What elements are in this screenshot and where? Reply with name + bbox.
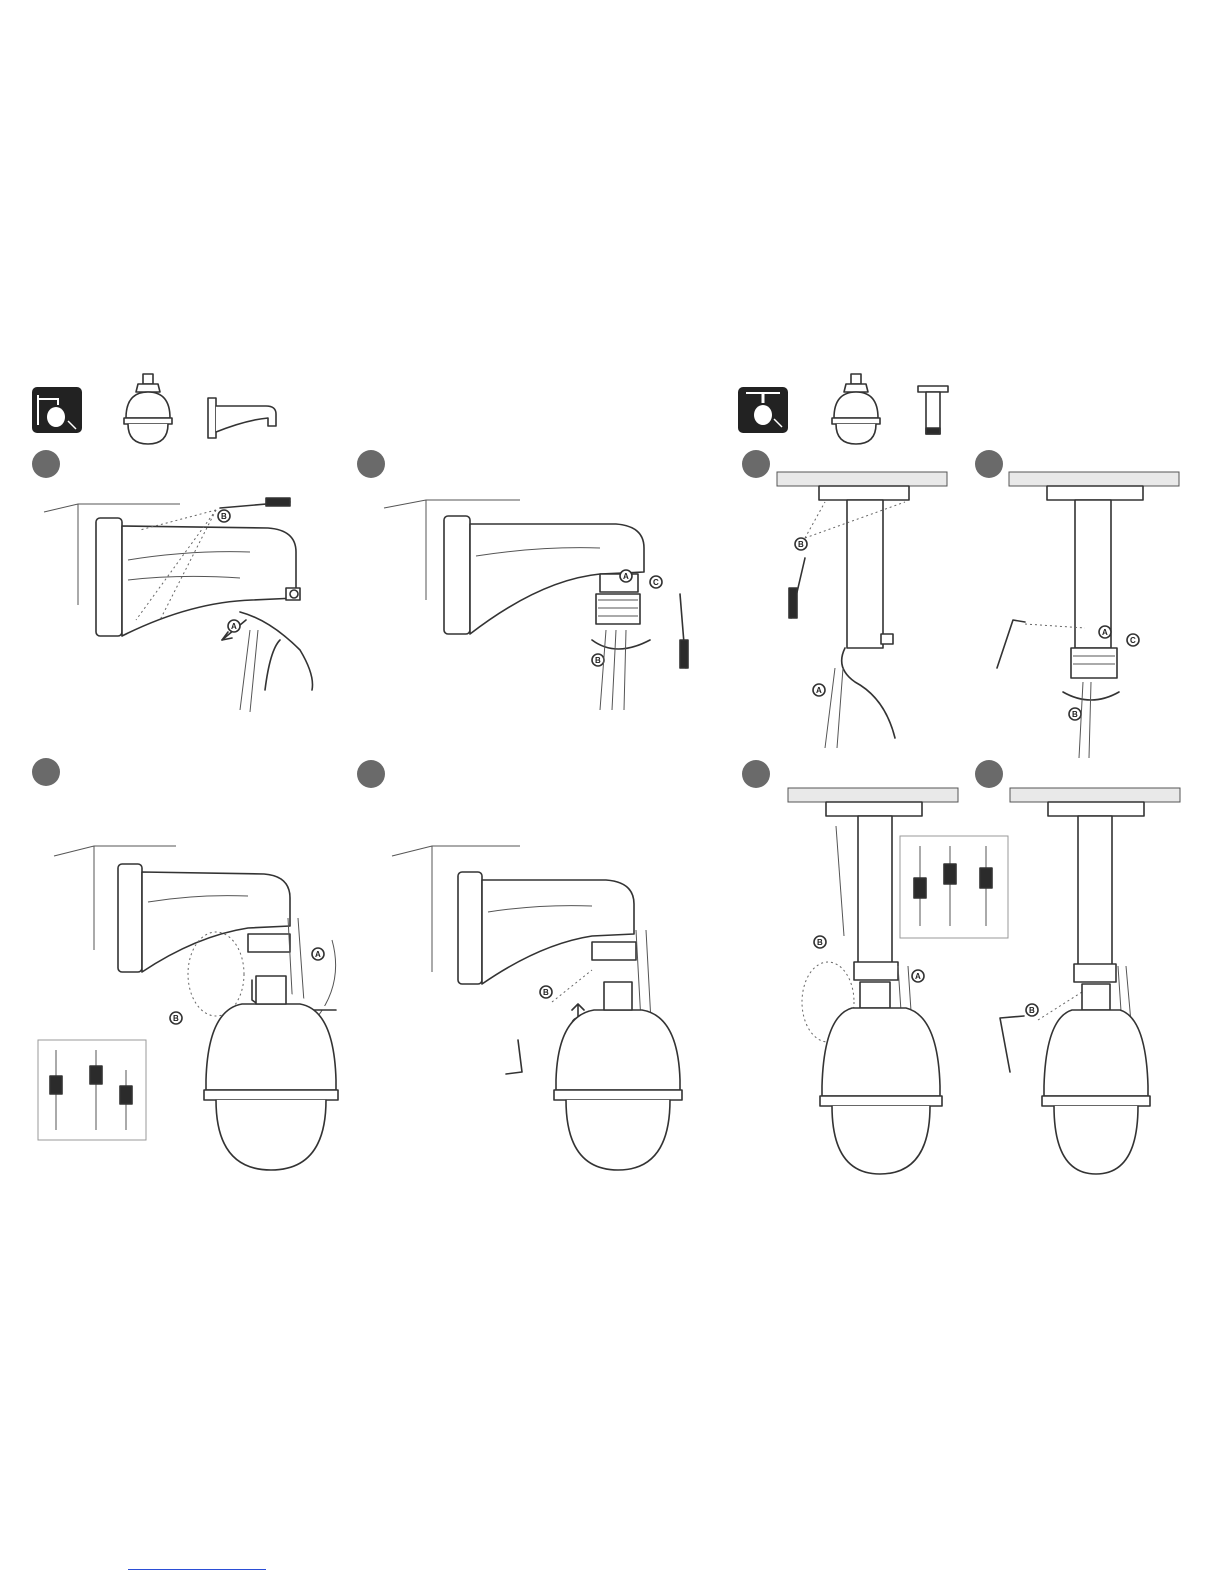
step-5-illustration: A B [36, 840, 356, 1180]
adapter-ring [1071, 648, 1117, 678]
pendant-mount-badge [738, 387, 788, 433]
pendant-mount-icon [738, 387, 788, 433]
bracket-arm [142, 872, 290, 972]
step-1-illustration: B A [40, 490, 330, 720]
step-3-illustration: B A [775, 468, 955, 758]
wall-plate [96, 518, 122, 636]
ceiling [777, 472, 947, 486]
wall-bracket-icon [206, 396, 286, 440]
dome-camera-icon [118, 372, 178, 448]
step-marker-3 [742, 450, 770, 478]
dome-camera-body [556, 1010, 680, 1090]
step-marker-5 [32, 758, 60, 786]
step-marker-8 [975, 760, 1003, 788]
step-6-illustration: B A [380, 840, 700, 1180]
wall-plate [458, 872, 482, 984]
svg-text:B: B [221, 512, 227, 521]
allen-key [997, 620, 1025, 668]
dome-bubble [216, 1100, 326, 1170]
allen-key [506, 1040, 522, 1074]
svg-text:A: A [231, 622, 237, 631]
svg-text:B: B [1072, 710, 1078, 719]
pendant-pole-icon [916, 384, 950, 438]
wall-plate [118, 864, 142, 972]
svg-text:C: C [1130, 636, 1136, 645]
screwdriver [680, 640, 688, 668]
dome-camera-body [822, 1008, 940, 1096]
svg-text:B: B [817, 938, 823, 947]
ceiling [1009, 472, 1179, 486]
dome-bubble [832, 1106, 930, 1174]
svg-text:A: A [816, 686, 822, 695]
svg-text:A: A [623, 572, 629, 581]
svg-text:B: B [595, 656, 601, 665]
svg-text:B: B [543, 988, 549, 997]
step-marker-6 [357, 760, 385, 788]
pendant-pole [1078, 816, 1112, 978]
dome-camera-icon [826, 372, 886, 448]
ceiling [788, 788, 958, 802]
svg-text:C: C [653, 578, 659, 587]
adapter-ring [596, 594, 640, 624]
wall-mount-icon [32, 387, 82, 433]
svg-text:B: B [173, 1014, 179, 1023]
step-2-illustration: A C B [380, 490, 700, 720]
screwdriver [266, 498, 290, 506]
bracket-arm [122, 526, 296, 636]
pendant-pole [847, 500, 883, 648]
step-marker-7 [742, 760, 770, 788]
wall-plate [444, 516, 470, 634]
footer-link-underline[interactable] [128, 1569, 266, 1570]
dome-camera-body [1044, 1010, 1148, 1096]
ceiling [1010, 788, 1180, 802]
svg-text:A: A [1102, 628, 1108, 637]
step-8-illustration: B A [996, 786, 1196, 1180]
step-7-illustration: B A [780, 786, 1030, 1180]
step-marker-2 [357, 450, 385, 478]
svg-text:B: B [798, 540, 804, 549]
dome-bubble [566, 1100, 670, 1170]
svg-text:B: B [1029, 1006, 1035, 1015]
svg-text:A: A [315, 950, 321, 959]
step-marker-1 [32, 450, 60, 478]
screwdriver [789, 588, 797, 618]
allen-key [1000, 1016, 1024, 1072]
svg-text:A: A [915, 972, 921, 981]
dome-camera-body [206, 1004, 336, 1090]
pendant-pole [858, 816, 892, 978]
dome-bubble [1054, 1106, 1138, 1174]
bracket-arm [482, 880, 634, 984]
wall-mount-badge [32, 387, 82, 433]
step-4-illustration: A C B [995, 468, 1195, 758]
